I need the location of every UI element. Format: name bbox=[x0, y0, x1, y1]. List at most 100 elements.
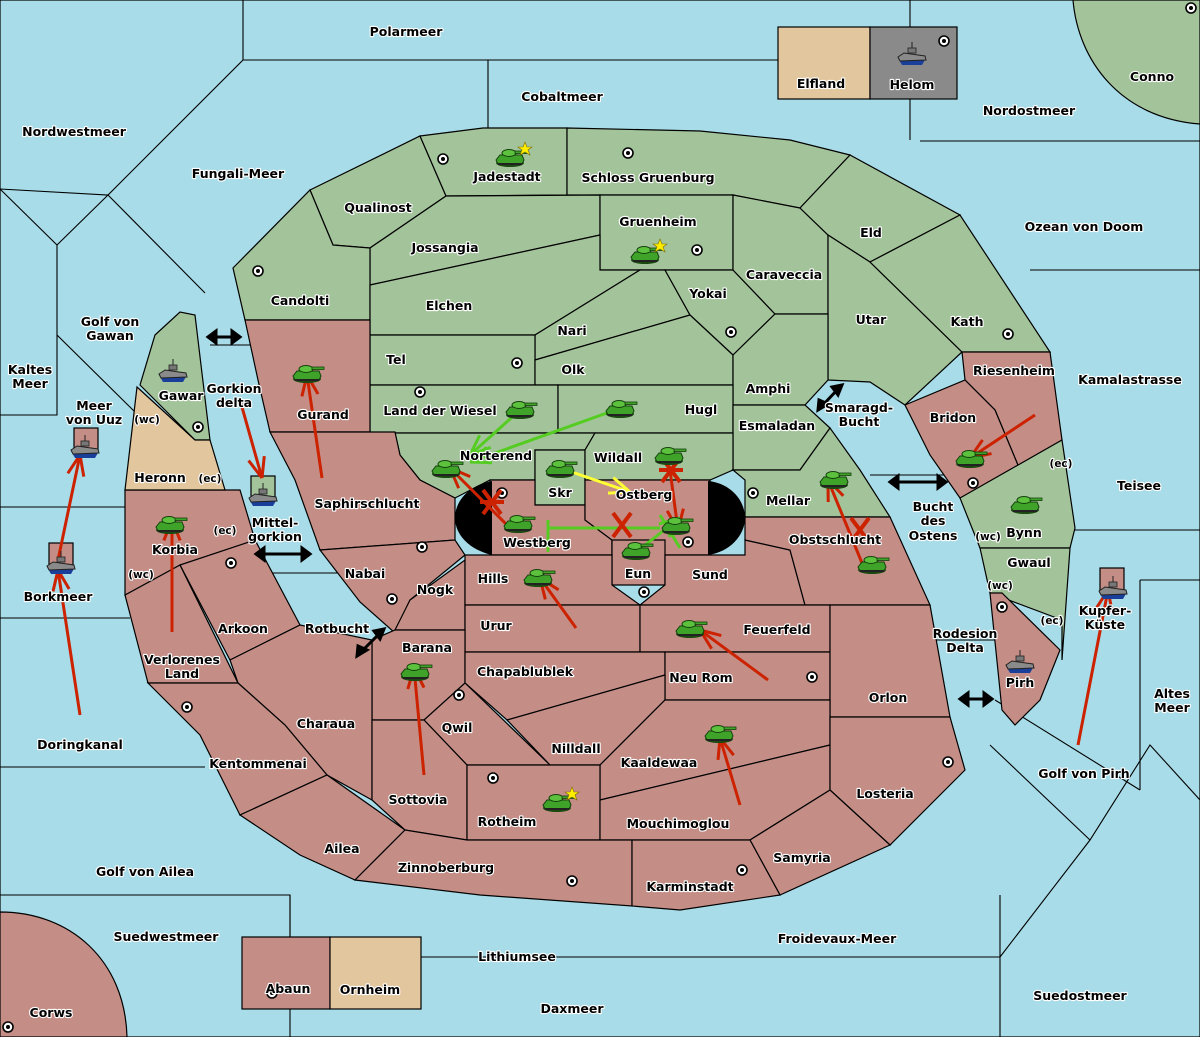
army-tank-icon[interactable] bbox=[503, 515, 536, 534]
army-tank-icon[interactable] bbox=[661, 517, 694, 536]
province-heronn[interactable] bbox=[124, 385, 226, 491]
label-mouchimoglou: Mouchimoglou bbox=[627, 816, 730, 831]
label-fungali: Fungali-Meer bbox=[192, 166, 285, 181]
label-land-wiesel: Land der Wiesel bbox=[383, 403, 496, 418]
label-kupfer-2: Küste bbox=[1085, 617, 1125, 632]
label-froidevaux: Froidevaux-Meer bbox=[778, 931, 897, 946]
army-tank-icon[interactable] bbox=[704, 725, 737, 744]
province-losteria[interactable] bbox=[829, 716, 966, 846]
army-tank-icon[interactable] bbox=[630, 238, 668, 264]
label-ozean: Ozean von Doom bbox=[1025, 219, 1144, 234]
province-conno[interactable] bbox=[1072, 0, 1200, 125]
label-nabai: Nabai bbox=[345, 566, 386, 581]
label-karminstadt: Karminstadt bbox=[646, 879, 733, 894]
fleet-ship-icon[interactable] bbox=[46, 551, 76, 574]
army-tank-icon[interactable] bbox=[505, 401, 538, 420]
label-ornheim: Ornheim bbox=[340, 982, 400, 997]
label-yokai: Yokai bbox=[688, 286, 727, 301]
label-helom: Helom bbox=[890, 77, 935, 92]
fleet-ship-icon[interactable] bbox=[70, 435, 100, 458]
label-heronn: Heronn bbox=[134, 470, 186, 485]
province-saphirschlucht[interactable] bbox=[269, 431, 456, 551]
label-sund: Sund bbox=[692, 567, 728, 582]
label-kath: Kath bbox=[951, 314, 984, 329]
supply-center-icon bbox=[252, 265, 264, 277]
fleet-ship-icon[interactable] bbox=[1098, 576, 1128, 599]
label-kamala: Kamalastrasse bbox=[1078, 372, 1182, 387]
label-utar: Utar bbox=[856, 312, 888, 327]
supply-center-icon bbox=[736, 864, 748, 876]
army-tank-icon[interactable] bbox=[495, 141, 533, 167]
army-tank-icon[interactable] bbox=[542, 786, 580, 812]
army-tank-icon[interactable] bbox=[1010, 496, 1043, 515]
label-elfland: Elfland bbox=[797, 76, 845, 91]
army-tank-icon[interactable] bbox=[857, 556, 890, 575]
fleet-ship-icon[interactable] bbox=[158, 359, 188, 382]
fleet-ship-icon[interactable] bbox=[1005, 650, 1035, 673]
army-tank-icon[interactable] bbox=[545, 460, 578, 479]
label-daxmeer: Daxmeer bbox=[540, 1001, 604, 1016]
label-wildall: Wildall bbox=[594, 450, 642, 465]
army-tank-icon[interactable] bbox=[675, 620, 708, 639]
province-abaun[interactable] bbox=[241, 936, 331, 1010]
label-suedostmeer: Suedostmeer bbox=[1033, 988, 1127, 1003]
fleet-ship-icon[interactable] bbox=[897, 42, 927, 65]
label-uuz-2: von Uuz bbox=[66, 412, 122, 427]
label-cobaltmeer: Cobaltmeer bbox=[521, 89, 603, 104]
label-teisee: Teisee bbox=[1117, 478, 1161, 493]
supply-center-icon bbox=[967, 477, 979, 489]
label-mittel-1: Mittel- bbox=[252, 515, 299, 530]
province-pirh[interactable] bbox=[989, 592, 1061, 726]
label-qualinost: Qualinost bbox=[344, 200, 411, 215]
coast-label-ec: (ec) bbox=[199, 473, 222, 485]
label-arkoon: Arkoon bbox=[218, 621, 268, 636]
army-tank-icon[interactable] bbox=[431, 460, 464, 479]
supply-center-icon bbox=[942, 756, 954, 768]
label-saphirschlucht: Saphirschlucht bbox=[315, 496, 420, 511]
supply-center-icon bbox=[437, 153, 449, 165]
label-korbia: Korbia bbox=[152, 542, 198, 557]
province-elfland[interactable] bbox=[777, 26, 871, 100]
label-kentommenai: Kentommenai bbox=[209, 756, 307, 771]
label-candolti: Candolti bbox=[271, 293, 330, 308]
province-gruenheim[interactable] bbox=[599, 194, 734, 271]
label-mittel-2: gorkion bbox=[248, 529, 302, 544]
label-eld: Eld bbox=[860, 225, 882, 240]
army-tank-icon[interactable] bbox=[400, 663, 433, 682]
province-bynn[interactable] bbox=[959, 439, 1076, 549]
province-ornheim[interactable] bbox=[329, 936, 422, 1010]
order-line bbox=[469, 407, 619, 465]
label-kaaldewaa: Kaaldewaa bbox=[621, 755, 698, 770]
failed-order-cross-icon bbox=[480, 488, 504, 516]
label-golf-gawan-2: Gawan bbox=[86, 328, 134, 343]
supply-center-icon bbox=[622, 147, 634, 159]
army-tank-icon[interactable] bbox=[605, 400, 638, 419]
supply-center-icon bbox=[725, 326, 737, 338]
order-line bbox=[56, 454, 86, 561]
label-qwil: Qwil bbox=[442, 720, 473, 735]
label-corws: Corws bbox=[30, 1005, 73, 1020]
label-gawar: Gawar bbox=[159, 388, 205, 403]
army-tank-icon[interactable] bbox=[819, 471, 852, 490]
army-tank-icon[interactable] bbox=[621, 542, 654, 561]
label-polarmeer: Polarmeer bbox=[370, 24, 444, 39]
army-tank-icon[interactable] bbox=[523, 569, 556, 588]
label-nari: Nari bbox=[557, 323, 586, 338]
army-tank-icon[interactable] bbox=[292, 365, 325, 384]
label-gwaul: Gwaul bbox=[1007, 555, 1050, 570]
label-borkmeer: Borkmeer bbox=[24, 589, 94, 604]
army-tank-icon[interactable] bbox=[654, 447, 687, 466]
province-gwaul[interactable] bbox=[979, 547, 1071, 661]
coast-label-ec: (ec) bbox=[1050, 458, 1073, 470]
army-tank-icon[interactable] bbox=[155, 516, 188, 535]
supply-center-icon bbox=[747, 487, 759, 499]
supply-center-icon bbox=[225, 557, 237, 569]
province-corws[interactable] bbox=[0, 911, 128, 1037]
province-karminstadt[interactable] bbox=[631, 839, 781, 911]
province-mellar[interactable] bbox=[731, 426, 892, 518]
fleet-ship-icon[interactable] bbox=[248, 483, 278, 506]
label-ostberg: Ostberg bbox=[616, 487, 673, 502]
army-tank-icon[interactable] bbox=[955, 450, 988, 469]
